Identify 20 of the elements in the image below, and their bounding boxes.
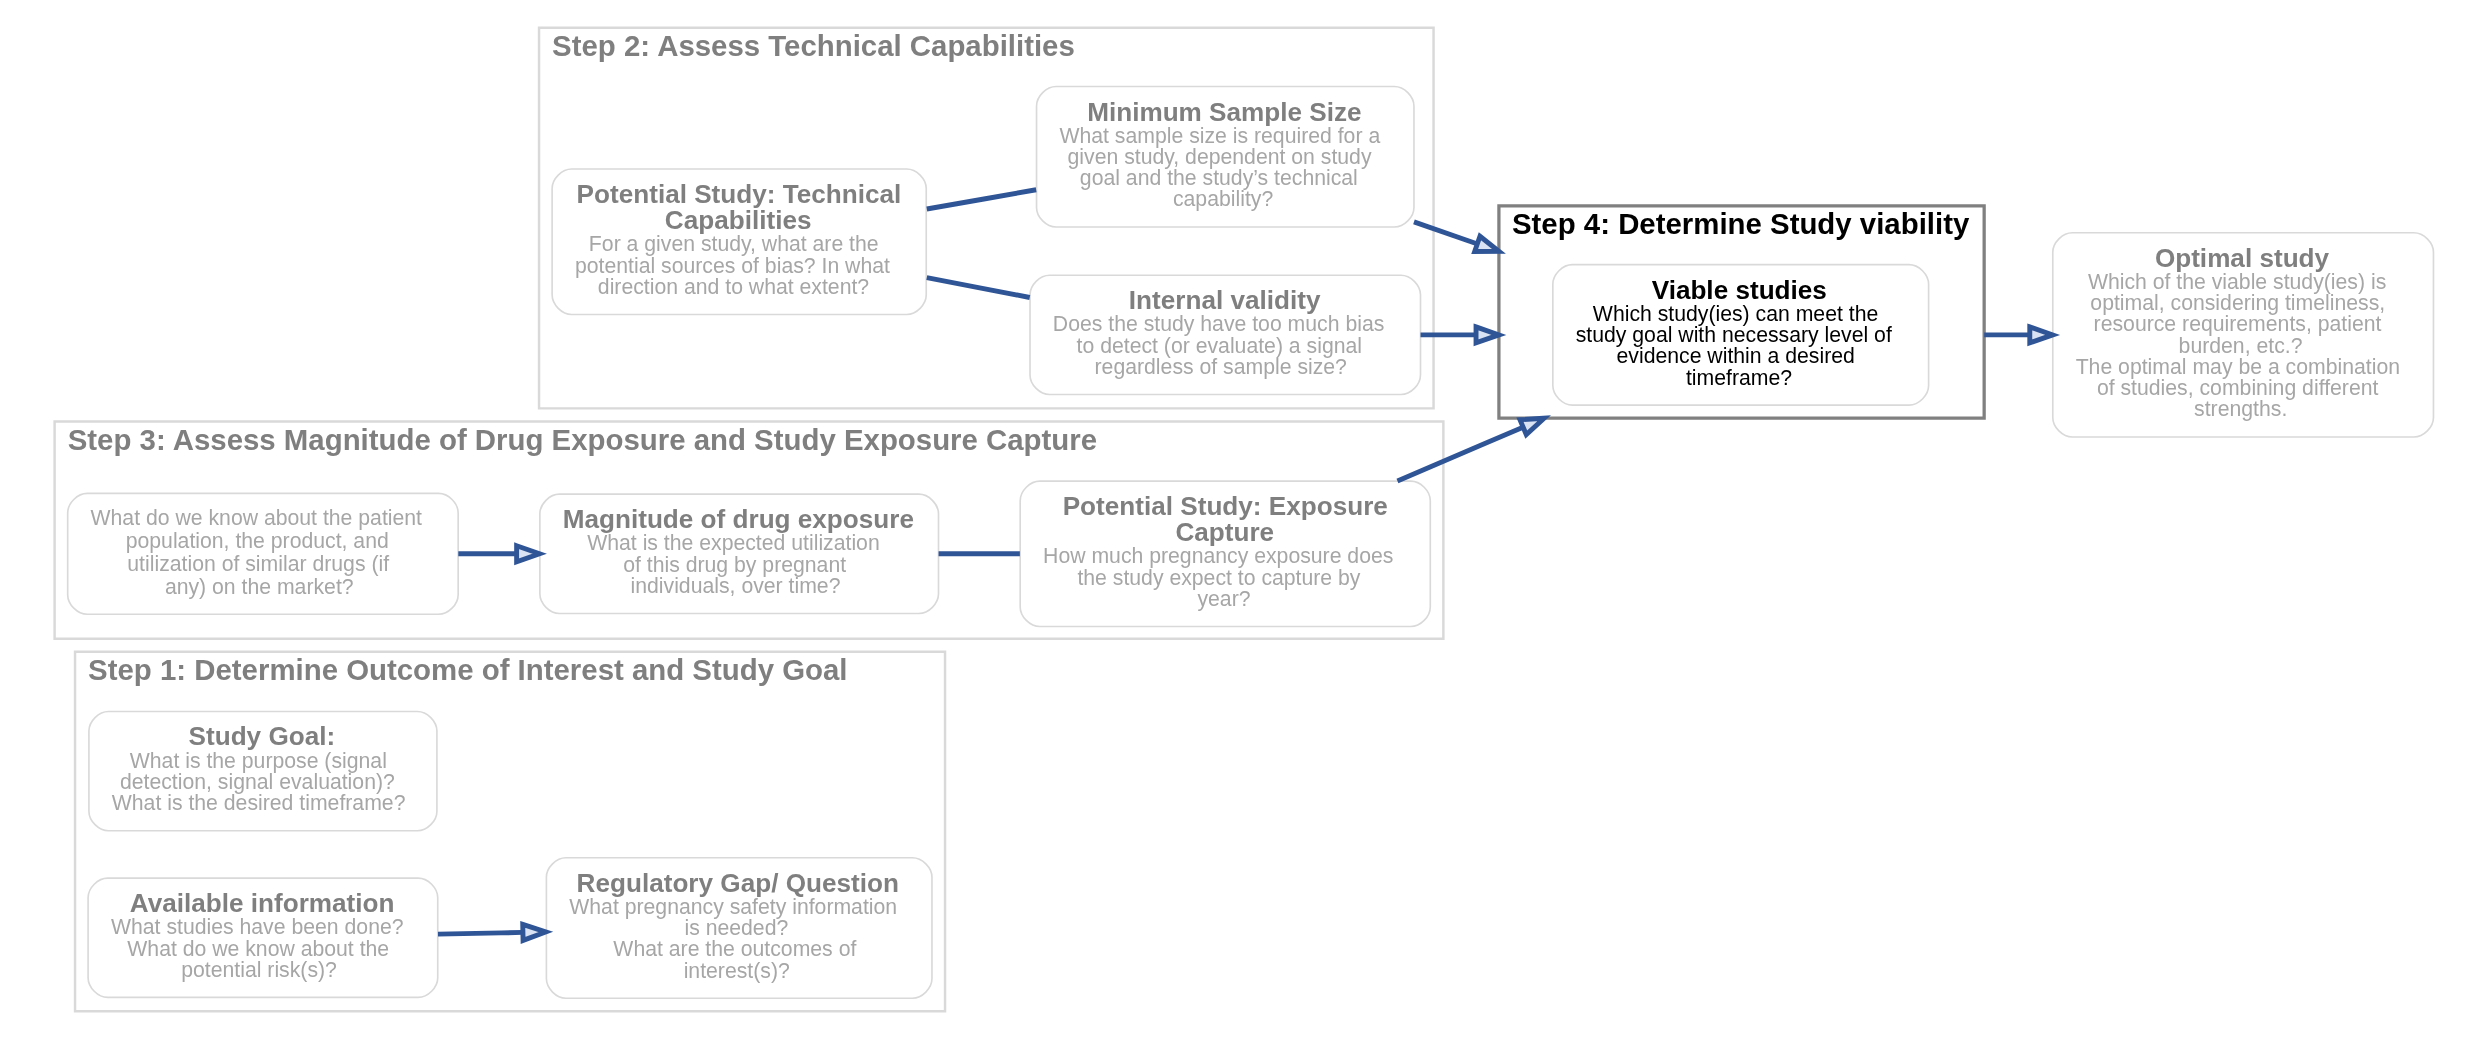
node-box: Viable studies Which study(ies) can meet the study goal with necessary level of evidence within a desired timeframe?: [1551, 263, 1929, 406]
node-box: Optimal study Which of the viable study(ies) is optimal, considering timeliness, resource requirements, patient burden, etc.? The optimal may be a combination of studies, combining different strengths.: [2051, 231, 2434, 438]
connector: [925, 275, 1030, 300]
connector: [938, 551, 1020, 557]
node-box: What do we know about the patient population, the product, and utilization of similar drugs (if any) on the market?: [66, 492, 459, 616]
arrow: [437, 921, 553, 944]
arrow: [1420, 323, 1506, 347]
node-box: Study Goal: What is the purpose (signal detection, signal evaluation)? What is the desired timeframe?: [87, 710, 438, 832]
node-box: Potential Study: Exposure Capture How much pregnancy exposure does the study expect to capture by year?: [1018, 480, 1431, 628]
arrow: [1983, 323, 2060, 347]
node-box: Minimum Sample Size What sample size is required for a given study, dependent on study goal and the study’s technical capability?: [1035, 85, 1415, 228]
arrow: [1395, 415, 1551, 484]
node-box: Potential Study: Technical Capabilities For a given study, what are the potential sources of bias? In what direction and to what extent?: [550, 168, 927, 316]
node-box: Available information What studies have been done? What do we know about the potential risk(s)?: [86, 877, 439, 999]
node-box: Regulatory Gap/ Question What pregnancy safety information is needed? What are the outcomes of interest(s)?: [545, 856, 933, 1000]
arrow: [1412, 219, 1506, 254]
node-box: Internal validity Does the study have too much bias to detect (or evaluate) a signal regardless of sample size?: [1028, 274, 1421, 396]
connector: [925, 187, 1037, 212]
arrow: [457, 542, 547, 566]
node-box: Magnitude of drug exposure What is the expected utilization of this drug by pregnant individuals, over time?: [538, 493, 939, 615]
